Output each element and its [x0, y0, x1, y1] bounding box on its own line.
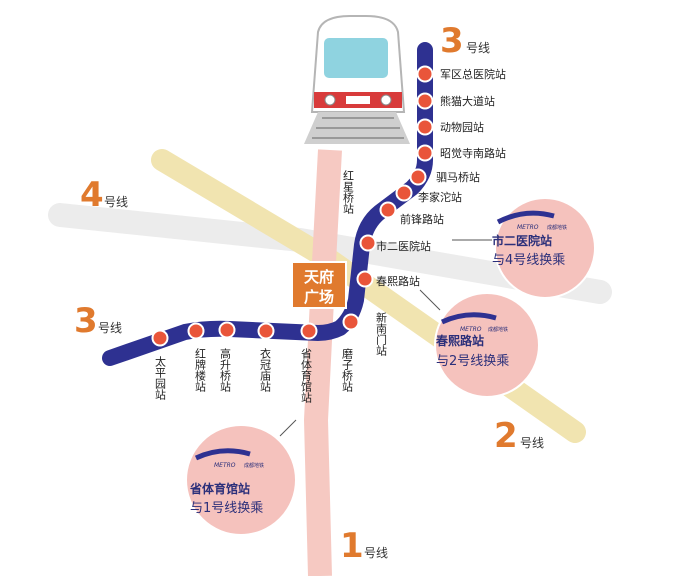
station-xinnanmen: 新南门站	[375, 311, 388, 357]
line2-text: 号线	[520, 436, 544, 450]
line1-text: 号线	[364, 546, 388, 560]
right-station-dots	[356, 65, 434, 288]
station-shengtiyuguan: 省体育馆站	[300, 348, 313, 404]
callout-shier-hospital: METRO 成都地铁 市二医院站 与4号线换乘	[452, 197, 596, 299]
station-label: 动物园站	[440, 120, 484, 134]
line3-left-text: 号线	[98, 321, 122, 335]
callout-chunxi-road: METRO 成都地铁 春熙路站 与2号线换乘	[419, 289, 540, 398]
station-dot	[151, 329, 169, 347]
metro-logo-cn-3: 成都地铁	[244, 462, 264, 469]
station-dot	[395, 184, 413, 202]
hub-label-2: 广场	[304, 288, 334, 306]
station-dot	[342, 313, 360, 331]
metro-logo-text-3: METRO	[214, 462, 236, 469]
callout-chunxi-title: 春熙路站	[435, 333, 484, 348]
callout-shier-title: 市二医院站	[492, 233, 552, 248]
line3-top-number: 3	[440, 21, 464, 61]
metro-logo-text: METRO	[517, 224, 539, 231]
line3-label-left: 3 号线	[74, 301, 122, 341]
station-label: 军区总医院站	[440, 67, 506, 81]
line1-track	[303, 149, 342, 576]
station-label: 李家沱站	[418, 190, 462, 204]
line1-number: 1	[340, 526, 364, 566]
station-dot	[409, 168, 427, 186]
line4-number: 4	[80, 175, 104, 215]
station-dot	[416, 118, 434, 136]
station-label: 市二医院站	[376, 239, 431, 253]
station-label: 前锋路站	[400, 212, 444, 226]
station-label: 春熙路站	[376, 274, 420, 288]
station-dot	[300, 322, 318, 340]
station-dot	[359, 234, 377, 252]
station-dot	[416, 65, 434, 83]
metro-logo-text-2: METRO	[460, 326, 482, 333]
station-hongpailou: 红牌楼站	[194, 348, 207, 393]
callout-sports-center: METRO 成都地铁 省体育馆站 与1号线换乘	[185, 419, 297, 536]
callout-shengti-title: 省体育馆站	[189, 481, 250, 496]
line3-left-number: 3	[74, 301, 98, 341]
callout-shier-sub: 与4号线换乘	[492, 253, 565, 268]
bottom-station-dots	[151, 313, 360, 347]
station-label: 昭觉寺南路站	[440, 146, 506, 160]
right-station-labels: 军区总医院站熊猫大道站动物园站昭觉寺南路站驷马桥站李家沱站前锋路站市二医院站春熙…	[376, 67, 506, 288]
station-hongxingqiao: 红星桥站	[342, 170, 355, 215]
line1-label: 1 号线	[340, 526, 388, 566]
station-moziqiao: 磨子桥站	[341, 348, 354, 393]
station-dot	[356, 270, 374, 288]
station-dot	[416, 92, 434, 110]
station-label: 熊猫大道站	[440, 94, 495, 108]
metro-logo-cn-2: 成都地铁	[488, 326, 508, 333]
metro-logo-cn: 成都地铁	[547, 224, 567, 231]
station-gaoshengqiao: 高升桥站	[219, 347, 232, 393]
station-label: 驷马桥站	[436, 170, 480, 184]
callout-chunxi-sub: 与2号线换乘	[436, 354, 509, 369]
line4-text: 号线	[104, 195, 128, 209]
station-dot	[187, 322, 205, 340]
station-dot	[416, 144, 434, 162]
station-dot	[218, 321, 236, 339]
line4-label: 4 号线	[80, 175, 128, 215]
line3-top-text: 号线	[466, 41, 490, 55]
station-taipingyuan: 太平园站	[154, 356, 167, 401]
station-yiguanmiao: 衣冠庙站	[259, 347, 272, 393]
line2-label: 2 号线	[494, 416, 544, 456]
station-dot	[379, 201, 397, 219]
station-dot	[257, 322, 275, 340]
hub-label-1: 天府	[304, 268, 334, 286]
callout-shengti-sub: 与1号线换乘	[190, 501, 263, 516]
line3-label-top: 3 号线	[440, 21, 490, 61]
line2-number: 2	[494, 416, 518, 456]
train-icon	[304, 15, 410, 144]
hub-tianfu-square: 天府 广场	[291, 261, 347, 309]
